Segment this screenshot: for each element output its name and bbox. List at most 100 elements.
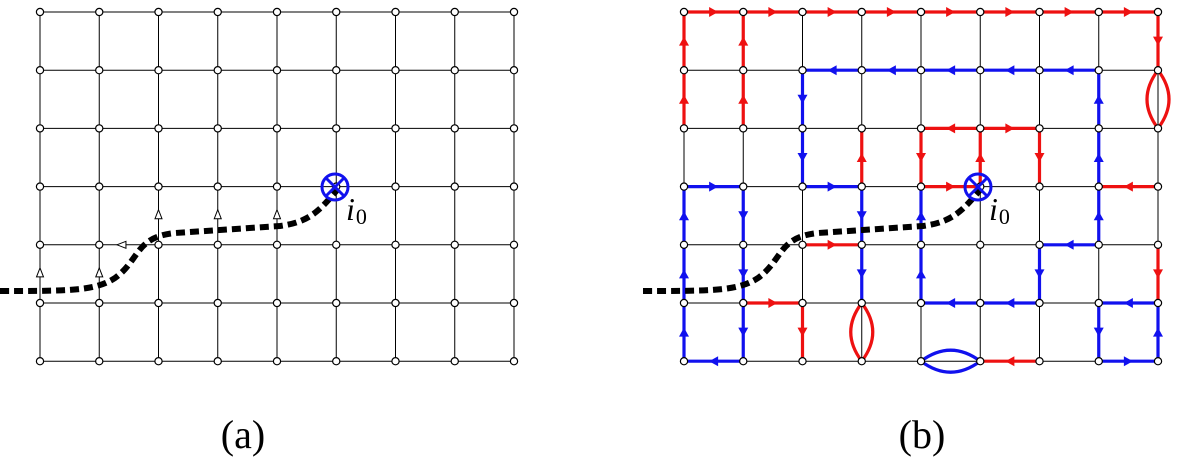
lattice-node-a [509,357,519,366]
loop-arrowhead [1153,269,1163,279]
lattice-node-a [332,7,341,17]
lattice-node-a [35,357,45,366]
lattice-node-b [1035,240,1044,249]
lattice-node-a [509,124,519,133]
loop-arrowhead [797,153,808,162]
lattice-node-b [1035,298,1044,308]
lattice-node-b [1153,240,1163,249]
lattice-node-b [1035,357,1044,366]
lattice-node-b [1094,240,1103,249]
lattice-node-b [976,298,985,308]
lattice-node-a [391,357,400,366]
loop-paths-b [679,7,1171,374]
loop-arrowhead [916,153,926,162]
lattice-node-b [798,182,807,191]
loop-arrowhead [1034,269,1045,279]
loop-arrowhead [797,327,808,337]
lattice-node-a [450,357,459,366]
site-label-b: i0 [989,191,1010,229]
lattice-node-a [213,357,222,366]
lattice-node-b [739,357,748,366]
lattice-node-a [95,240,104,249]
lattice-node-a [509,240,519,249]
lattice-node-b [1035,65,1044,75]
loop-arrowhead [886,7,896,17]
loop-arrowhead [1123,298,1133,308]
site-cross-b2 [967,176,989,198]
lattice-node-b [857,65,866,75]
lattice-nodes-b [679,7,1163,366]
site-marker-b [963,172,993,202]
lattice-node-a [391,7,400,17]
lattice-node-b [1035,182,1044,191]
lattice-node-b [798,357,807,366]
lattice-node-a [95,65,104,75]
lattice-node-a [391,240,400,249]
lattice-node-a [450,182,459,191]
lattice-node-b [1153,298,1163,308]
lattice-node-a [509,65,519,75]
lattice-node-a [450,240,459,249]
loop-arrowhead [768,7,778,17]
lattice-node-b [679,7,689,17]
loop-arrowhead [709,181,719,192]
lattice-node-a [213,124,222,133]
loop-arrowhead [709,356,719,367]
loop-arrowhead [946,298,956,308]
lattice-node-b [857,182,866,191]
lattice-node-a [154,357,163,366]
lattice-node-a [272,65,282,75]
lattice-node-a [95,7,104,17]
loop-arrowhead [738,327,749,337]
lattice-node-a [213,182,222,191]
lattice-node-b [798,65,807,75]
lattice-node-a [272,240,282,249]
lattice-node-a [272,7,282,17]
flux-arrow [35,266,45,278]
loop-arrowhead [1093,94,1104,104]
lattice-node-a [35,182,45,191]
lattice-node-a [154,298,163,308]
lattice-node-b [798,240,807,249]
loop-arrowhead [679,211,689,221]
site-circle-b [963,172,993,202]
caption-a: (a) [221,412,265,457]
loop-arrowhead [1093,327,1104,337]
loop-arrowhead [738,94,749,104]
lattice-node-a [35,124,45,133]
loop-arrowhead [1123,181,1133,192]
lattice-node-a [95,182,104,191]
lattice-node-b [857,7,866,17]
loop-arrowhead [679,94,689,104]
lattice-node-a [35,298,45,308]
lattice-node-b [976,124,985,133]
lattice-node-b [1035,7,1044,17]
lattice-node-b [739,298,748,308]
loop-arrowhead [916,211,926,221]
flux-arrows-a [35,208,282,278]
lattice-node-a [509,7,519,17]
loop-arrowhead [679,327,689,337]
lattice-node-a [95,298,104,308]
flux-arrow [95,266,104,278]
lattice-node-b [1153,65,1163,75]
lattice-node-b [1035,124,1044,133]
loop-arrowhead [856,211,867,221]
lattice-node-a [154,7,163,17]
loop-arrowhead [916,269,926,279]
site-cross-a2 [324,176,346,198]
lattice-node-a [332,124,341,133]
lattice-node-b [857,357,866,366]
site-circle-a [320,172,350,202]
caption-b: (b) [899,412,946,457]
lattice-node-a [391,182,400,191]
lattice-node-a [213,65,222,75]
lattice-node-b [916,65,926,75]
lattice-node-b [916,298,926,308]
loop-arrowhead [856,269,867,279]
loop-arrowhead [1005,298,1015,308]
loop-arrowhead [1005,356,1015,367]
lattice-node-b [976,240,985,249]
loop-arrowhead [946,123,956,134]
lattice-node-b [1153,182,1163,191]
